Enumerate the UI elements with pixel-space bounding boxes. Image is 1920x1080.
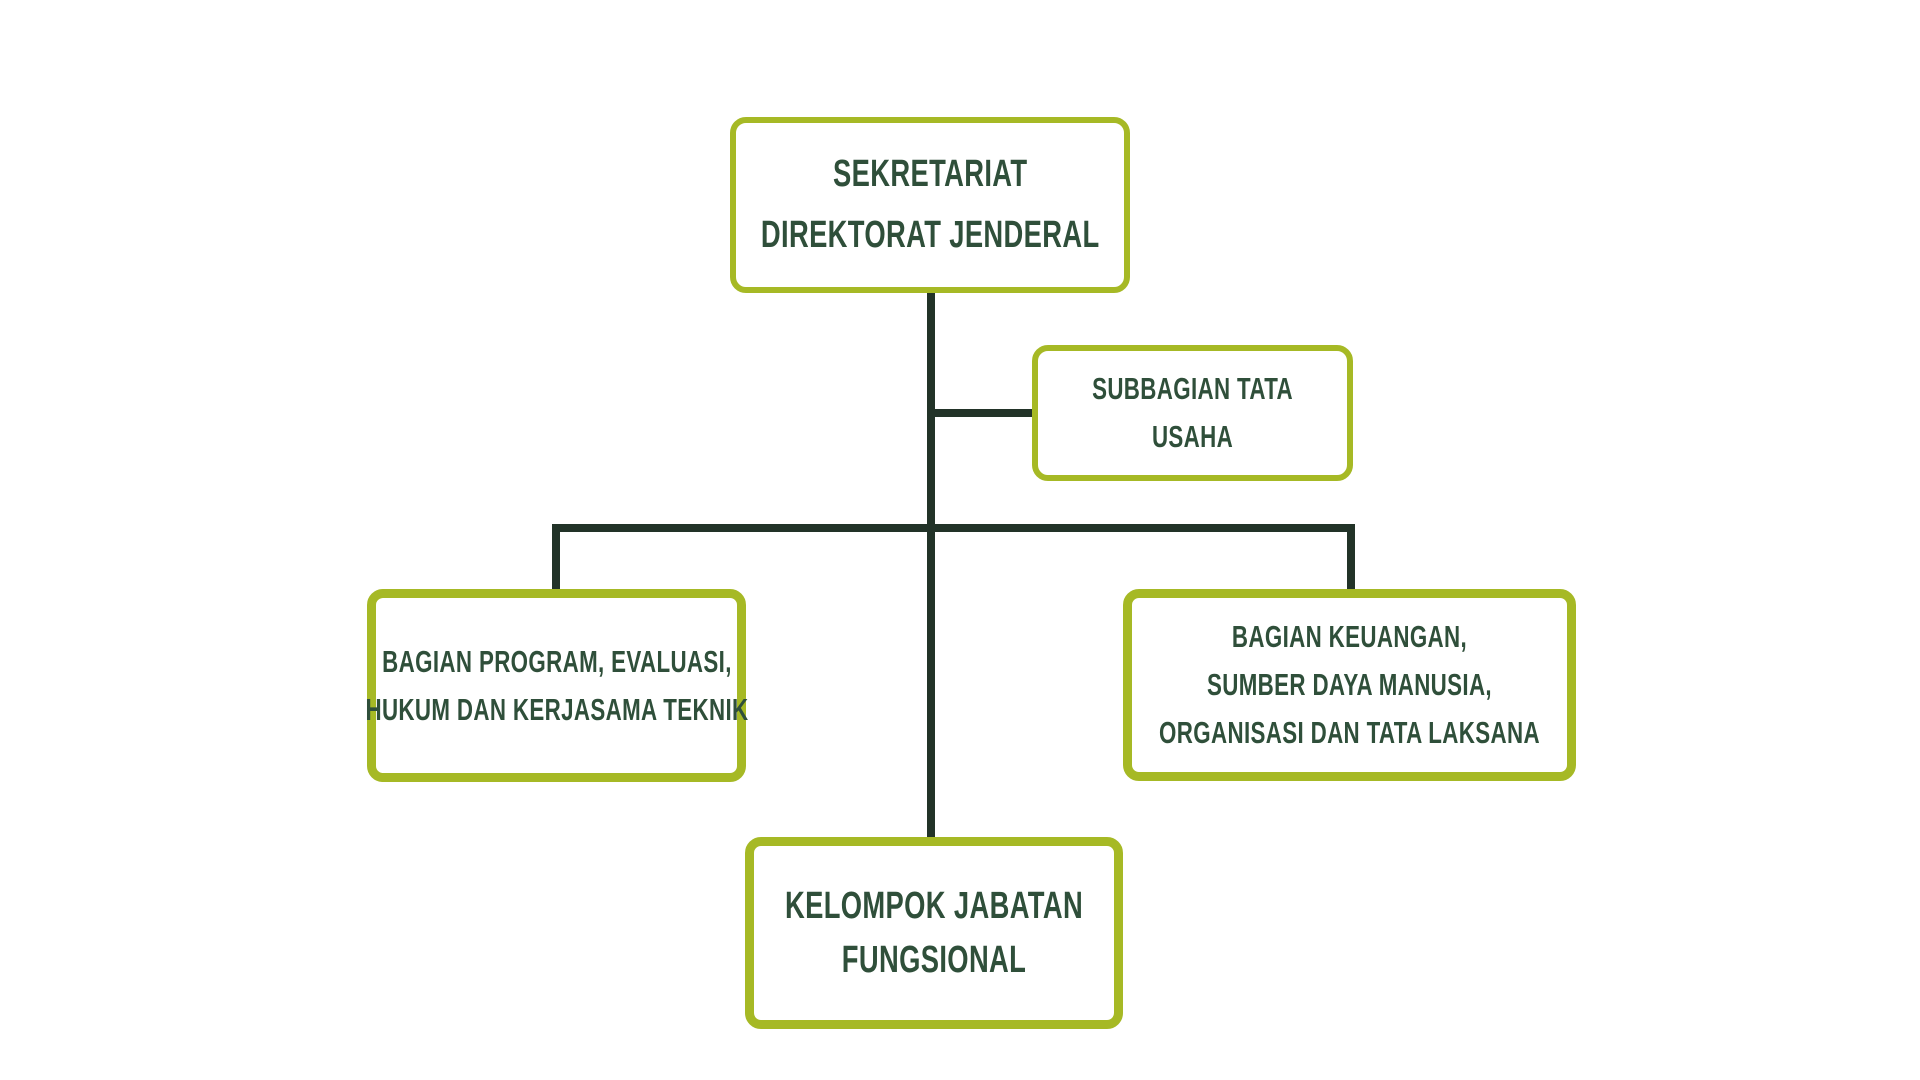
node-label: KELOMPOK JABATAN FUNGSIONAL: [785, 879, 1083, 987]
connector-horizontal-bus: [552, 524, 1355, 532]
connector-drop-left: [552, 524, 560, 591]
connector-drop-right: [1347, 524, 1355, 591]
node-label-line: SEKRETARIAT: [832, 153, 1028, 195]
node-label: BAGIAN KEUANGAN, SUMBER DAYA MANUSIA, OR…: [1159, 613, 1540, 757]
node-kelompok-jabatan-fungsional: KELOMPOK JABATAN FUNGSIONAL: [745, 837, 1123, 1029]
node-label-line: BAGIAN KEUANGAN,: [1231, 619, 1468, 654]
node-bagian-program-evaluasi: BAGIAN PROGRAM, EVALUASI, HUKUM DAN KERJ…: [365, 589, 748, 782]
connector-root-trunk: [927, 291, 935, 839]
node-label-line: SUMBER DAYA MANUSIA,: [1206, 667, 1493, 702]
node-label-line: DIREKTORAT JENDERAL: [760, 214, 1100, 256]
node-sekretariat-direktorat-jenderal: SEKRETARIAT DIREKTORAT JENDERAL: [730, 117, 1130, 293]
node-label: SUBBAGIAN TATA USAHA: [1092, 365, 1293, 461]
node-label-line: BAGIAN PROGRAM, EVALUASI,: [381, 643, 732, 679]
node-label-line: USAHA: [1151, 419, 1234, 454]
node-label-line: FUNGSIONAL: [841, 939, 1027, 981]
connector-staff-branch: [931, 409, 1034, 417]
node-subbagian-tata-usaha: SUBBAGIAN TATA USAHA: [1032, 345, 1353, 481]
node-label-line: ORGANISASI DAN TATA LAKSANA: [1159, 715, 1540, 750]
node-label-line: SUBBAGIAN TATA: [1092, 371, 1293, 406]
node-bagian-keuangan-sdm: BAGIAN KEUANGAN, SUMBER DAYA MANUSIA, OR…: [1123, 589, 1576, 781]
node-label-line: HUKUM DAN KERJASAMA TEKNIK: [364, 691, 749, 727]
node-label-line: KELOMPOK JABATAN: [784, 885, 1084, 927]
node-label: SEKRETARIAT DIREKTORAT JENDERAL: [761, 144, 1100, 266]
node-label: BAGIAN PROGRAM, EVALUASI, HUKUM DAN KERJ…: [365, 638, 748, 734]
